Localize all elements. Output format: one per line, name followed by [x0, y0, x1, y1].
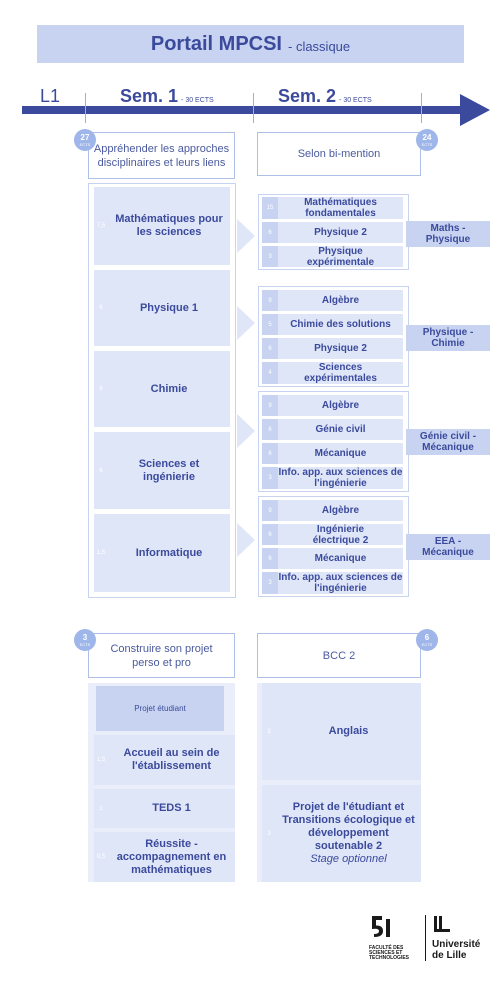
mention-tag: EEA - Mécanique	[406, 534, 490, 560]
mention-tag: Génie civil - Mécanique	[406, 429, 490, 455]
chevron-right-icon	[237, 414, 255, 448]
block2-sem1-title: Construire son projet perso et pro	[88, 633, 235, 678]
block1-sem2-title: Selon bi-mention	[257, 132, 421, 176]
chevron-right-icon	[237, 523, 255, 557]
block1-sem1-title: Appréhender les approches disciplinaires…	[88, 132, 235, 179]
mention-tag: Maths - Physique	[406, 221, 490, 247]
page-subtitle: - classique	[288, 38, 351, 54]
year-label: L1	[40, 86, 61, 106]
block2-sem2-title: BCC 2	[257, 633, 421, 678]
chevron-right-icon	[237, 306, 255, 340]
course-card: 3 Projet de l'étudiant et Transitions éc…	[262, 785, 421, 882]
timeline-arrowhead	[460, 94, 490, 126]
chevron-right-icon	[237, 219, 255, 253]
timeline-arrow	[22, 106, 474, 114]
semester-1-label: Sem. 1- 30 ECTS	[120, 86, 214, 106]
mention-tag: Physique - Chimie	[406, 325, 490, 351]
timeline-tick	[253, 93, 254, 123]
timeline-tick	[85, 93, 86, 123]
logo-divider	[425, 915, 426, 961]
course-label: Projet de l'étudiant et Transitions écol…	[282, 801, 415, 852]
course-note: Stage optionnel	[310, 853, 387, 865]
page-title-banner: Portail MPCSI - classique	[37, 25, 464, 63]
semester-2-label: Sem. 2- 30 ECTS	[278, 86, 372, 106]
course-card: Projet étudiant	[96, 686, 224, 731]
page-title: Portail MPCSI	[150, 32, 282, 55]
university-logo: Université de Lille	[432, 916, 488, 962]
faculty-logo: FACULTÉ DES SCIENCES ET TECHNOLOGIES	[369, 916, 419, 962]
timeline-tick	[421, 93, 422, 123]
